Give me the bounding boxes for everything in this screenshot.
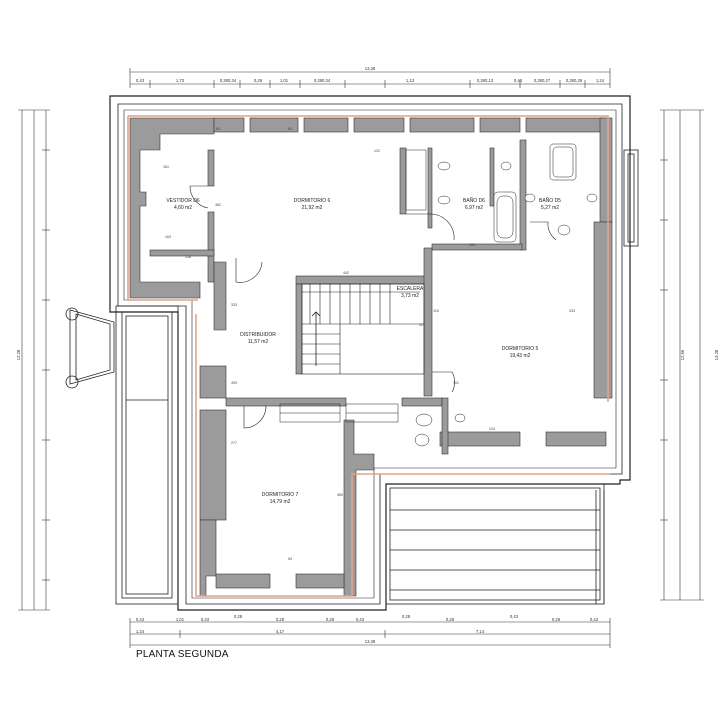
- room-name-dormitorio5: DORMITORIO 5: [502, 346, 539, 352]
- measurement-codes: 63 63 122 362 442 333 409 277 369 333 11…: [163, 127, 575, 561]
- room-area-vestidor6: 4,60 m2: [174, 205, 192, 211]
- bottom-right-terrace: [385, 483, 605, 605]
- code-label: 122: [374, 149, 380, 153]
- top-dimensions: [129, 68, 611, 88]
- dim-label: 0,43: [510, 614, 519, 619]
- right-window-box: [623, 149, 639, 247]
- dim-label: 1,73: [176, 78, 185, 83]
- dim-label: 1,24: [596, 78, 605, 83]
- dim-label: 0,43: [356, 617, 365, 622]
- dim-label: 1,13: [406, 78, 415, 83]
- top-partial-dimensions: 0,43 1,73 0,280,34 0,28 1,01 0,280,34 1,…: [136, 78, 605, 83]
- right-total-dimension: 13,28: [714, 349, 719, 360]
- dim-label: 0,280,34: [220, 78, 237, 83]
- dim-label: 0,43: [201, 617, 210, 622]
- dim-label: 0,43: [590, 617, 599, 622]
- code-label: 101: [453, 381, 459, 385]
- code-label: 63: [288, 127, 292, 131]
- bottom-mid-dimension: 1,24: [136, 629, 145, 634]
- bathroom-fixtures: [405, 143, 598, 447]
- dim-label: 0,28: [234, 614, 243, 619]
- dim-label: 0,43: [136, 617, 145, 622]
- room-area-dormitorio7: 14,79 m2: [270, 499, 291, 505]
- bottom-mid-dimension: 4,17: [276, 629, 285, 634]
- left-balcony: [65, 307, 115, 389]
- dim-label: 0,43: [136, 78, 145, 83]
- code-label: 289: [469, 243, 475, 247]
- right-mid-dimension: 12,66: [680, 349, 685, 360]
- room-area-dormitorio5: 19,43 m2: [510, 353, 531, 359]
- room-area-escalera: 3,73 m2: [401, 293, 419, 299]
- bottom-mid-dimension: 7,14: [476, 629, 485, 634]
- code-label: 409: [231, 381, 237, 385]
- dim-label: 1,01: [280, 78, 289, 83]
- left-dimensions: [18, 109, 50, 611]
- code-label: 128: [185, 255, 191, 259]
- dim-label: 0,280,27: [534, 78, 551, 83]
- staircase: [301, 283, 425, 375]
- code-label: 333: [231, 303, 237, 307]
- wood-trim: [127, 115, 610, 597]
- room-name-distribuidor: DISTRIBUIDOR: [240, 332, 276, 338]
- room-name-vestidor6: VESTIDOR D6: [166, 198, 200, 204]
- room-name-dormitorio7: DORMITORIO 7: [262, 492, 299, 498]
- code-label: 63: [216, 127, 220, 131]
- room-area-distribuidor: 11,57 m2: [248, 339, 269, 345]
- dim-label: 0,28: [446, 617, 455, 622]
- bottom-total-dimension: 13,28: [365, 639, 376, 644]
- code-label: 333: [569, 309, 575, 313]
- code-label: 115: [433, 309, 439, 313]
- doors: [189, 185, 557, 429]
- bottom-partial-dimensions: 0,43 1,01 0,43 0,28 0,28 0,28 0,43 0,28 …: [136, 614, 599, 622]
- dim-label: 0,280,13: [477, 78, 494, 83]
- code-label: 277: [231, 441, 237, 445]
- right-dimensions: [660, 109, 704, 601]
- code-label: 161: [163, 165, 169, 169]
- code-label: 124: [489, 427, 495, 431]
- room-area-bano6: 6,97 m2: [465, 205, 483, 211]
- room-name-bano5: BAÑO D5: [539, 197, 561, 204]
- dim-label: 0,43: [514, 78, 523, 83]
- code-label: 221: [419, 323, 425, 327]
- dim-label: 0,28: [254, 78, 263, 83]
- room-name-dormitorio6: DORMITORIO 6: [294, 198, 331, 204]
- interior-walls: [129, 117, 613, 597]
- left-total-dimension: 12,28: [16, 349, 21, 360]
- dim-label: 0,280,34: [314, 78, 331, 83]
- code-label: 369: [337, 493, 343, 497]
- dim-label: 0,28: [326, 617, 335, 622]
- room-area-dormitorio6: 21,92 m2: [302, 205, 323, 211]
- dim-label: 0,280,28: [566, 78, 583, 83]
- left-terrace: [115, 305, 179, 605]
- code-label: 442: [343, 271, 349, 275]
- code-label: 362: [215, 203, 221, 207]
- room-labels: VESTIDOR D6 4,60 m2 DORMITORIO 6 21,92 m…: [166, 197, 561, 505]
- code-label: 54: [288, 557, 292, 561]
- room-name-escalera: ESCALERA: [397, 286, 424, 292]
- dim-label: 0,28: [552, 617, 561, 622]
- top-total-dimension: 13,28: [365, 66, 376, 71]
- code-label: 163: [165, 235, 171, 239]
- bottom-dimensions: [129, 618, 611, 648]
- dim-label: 0,28: [402, 614, 411, 619]
- dim-label: 1,01: [176, 617, 185, 622]
- plan-title: PLANTA SEGUNDA: [136, 649, 229, 660]
- room-area-bano5: 5,27 m2: [541, 205, 559, 211]
- closets: [279, 403, 399, 423]
- dim-label: 0,28: [276, 617, 285, 622]
- room-name-bano6: BAÑO D6: [463, 197, 485, 204]
